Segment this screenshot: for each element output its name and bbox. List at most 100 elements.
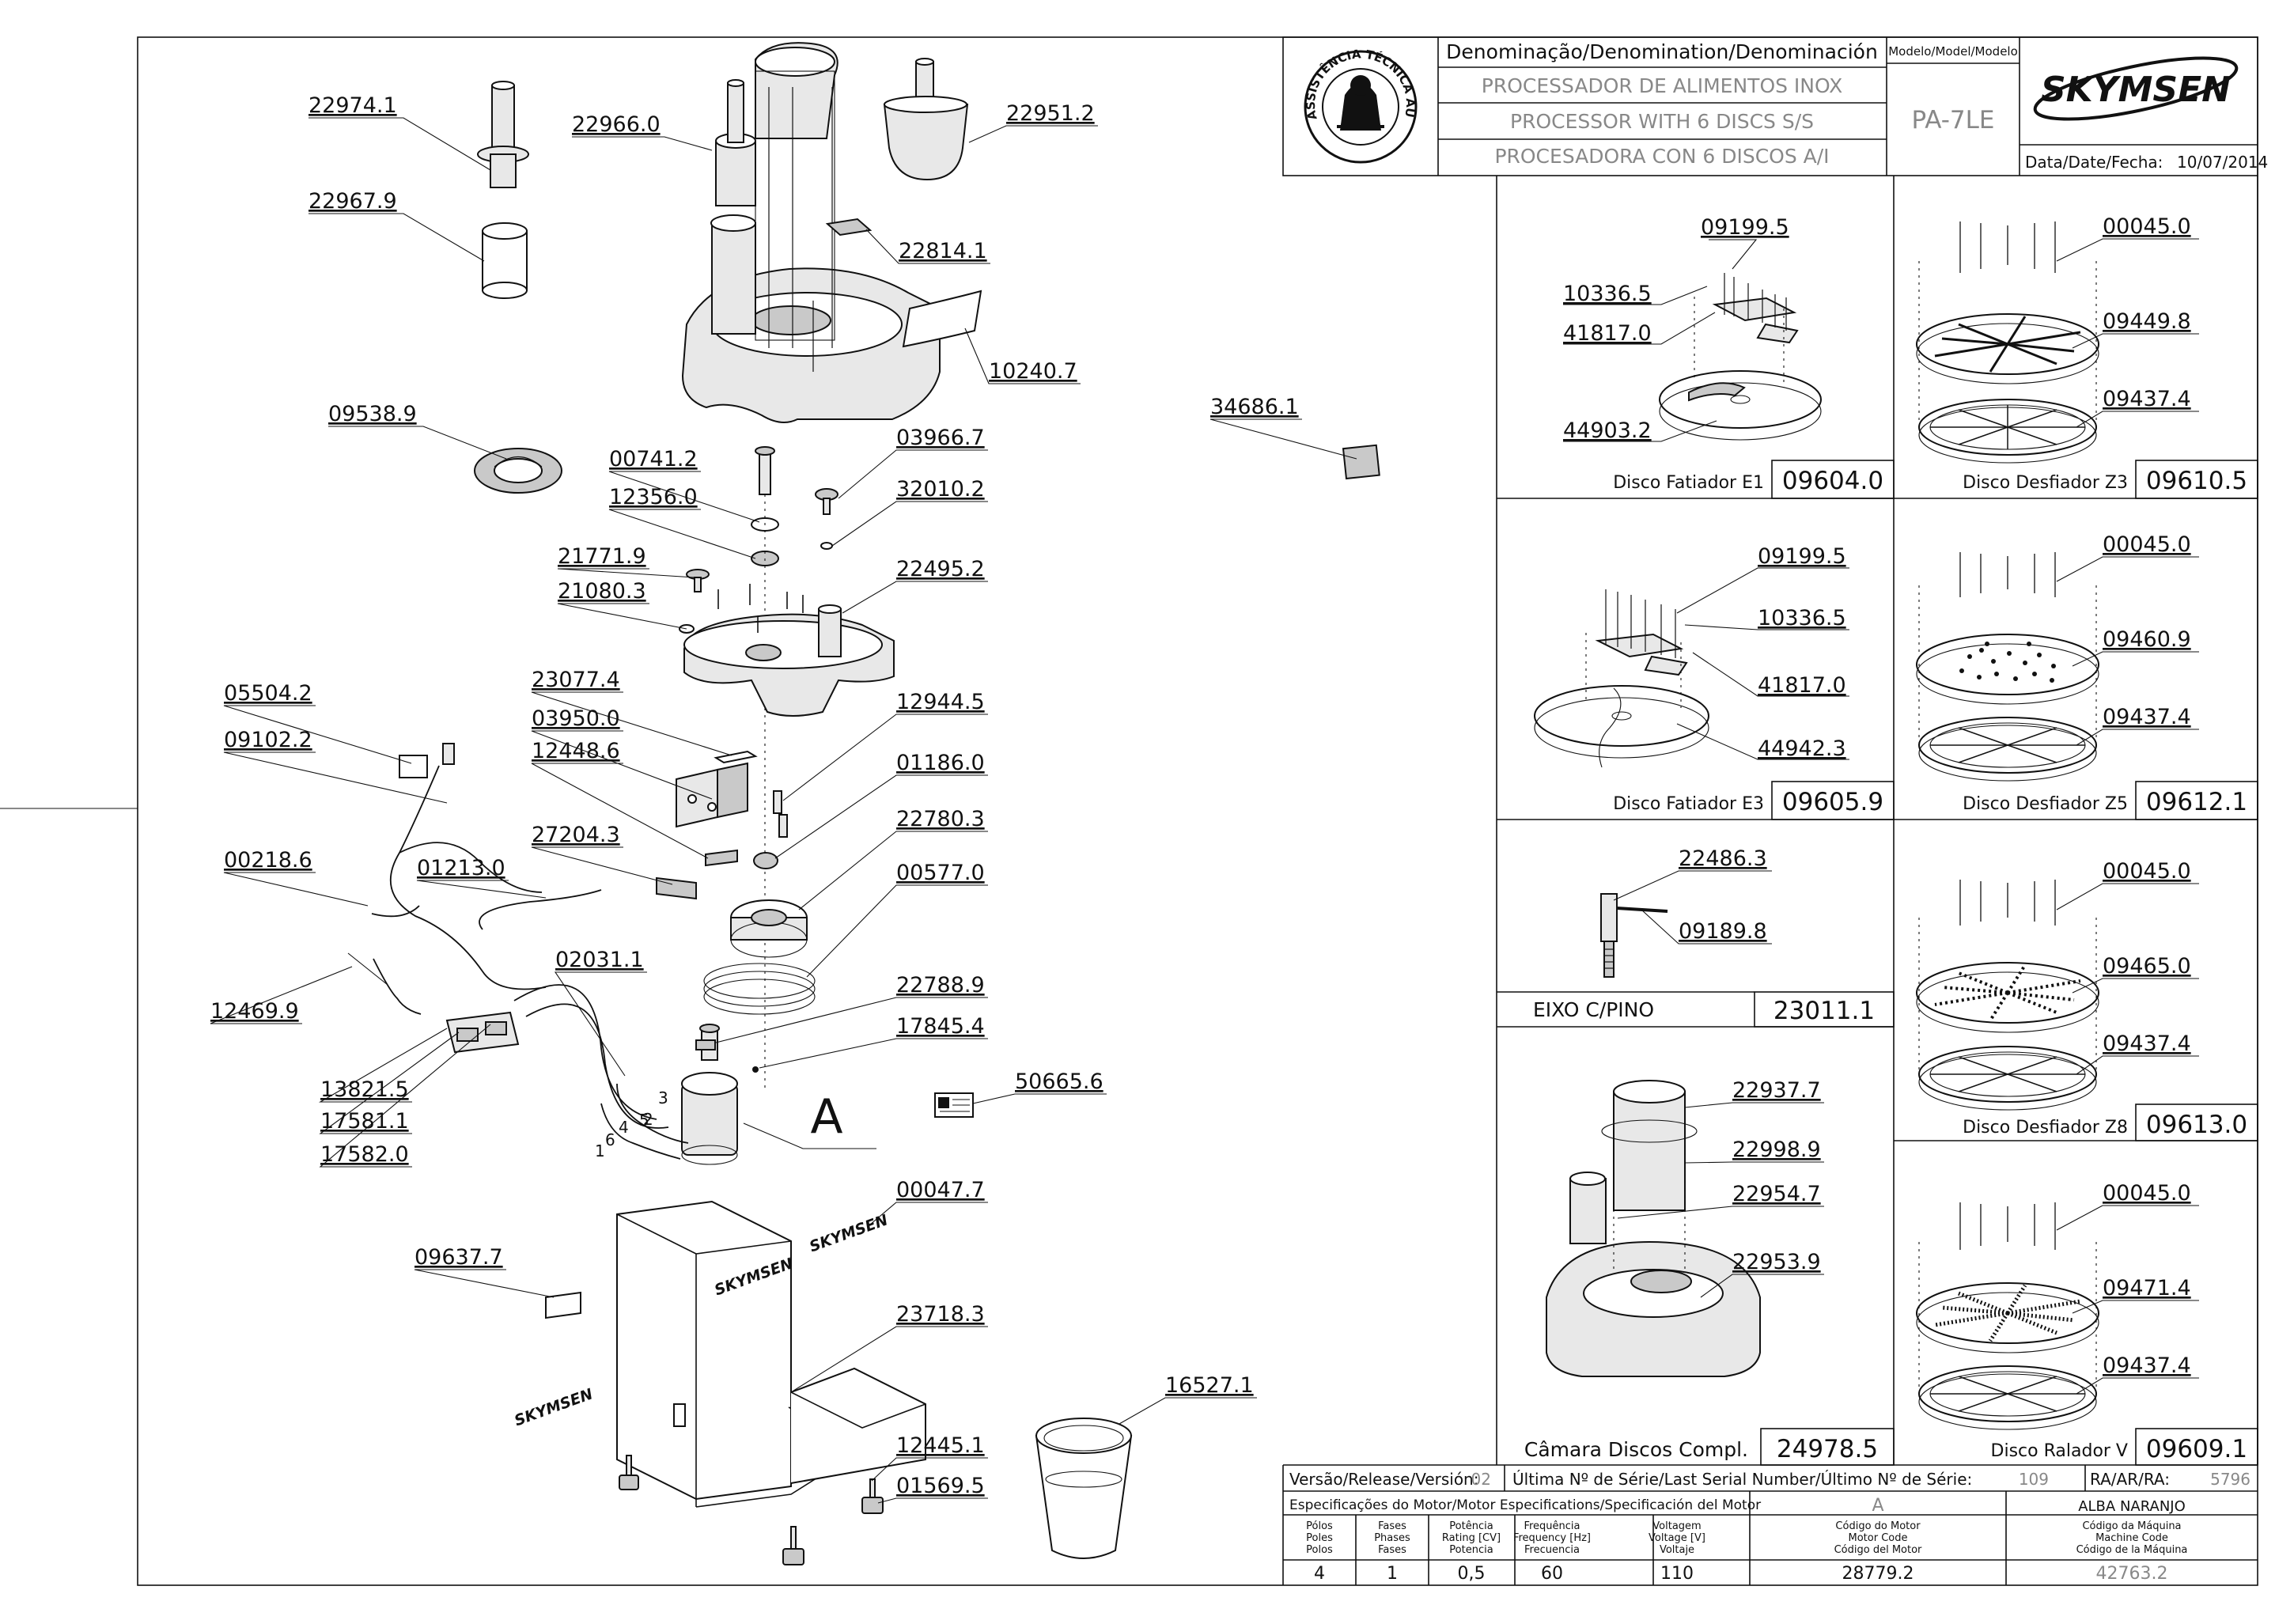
ralador-name: Disco Ralador V <box>1991 1441 2128 1461</box>
label-12356-0: 12356.0 <box>609 485 698 509</box>
camara-label-3: 22953.9 <box>1732 1250 1821 1274</box>
z3-code: 09610.5 <box>2146 467 2247 495</box>
denomination-header: Denominação/Denomination/Denominación <box>1446 40 1878 63</box>
z5-label-0: 00045.0 <box>2103 532 2191 557</box>
ralador-code: 09609.1 <box>2146 1435 2247 1463</box>
panel-disco-desfiador-z8: 00045.0 09465.0 09437.4 <box>1916 859 2199 1111</box>
col-freq-0: Frequência <box>1524 1520 1580 1532</box>
motor-detail-marker: A <box>743 1089 876 1149</box>
col-volt-2: Voltaje <box>1660 1544 1694 1556</box>
panel-disco-desfiador-z5: 00045.0 09460.9 09437.4 <box>1916 532 2199 782</box>
label-23718-3: 23718.3 <box>896 1302 985 1327</box>
z8-label-1: 09465.0 <box>2103 954 2191 979</box>
label-23077-4: 23077.4 <box>532 668 620 692</box>
panel-disco-fatiador-e3: 09199.5 10336.5 41817.0 44942.3 <box>1534 544 1849 768</box>
label-05504-2: 05504.2 <box>224 681 312 706</box>
plate-12448 <box>705 849 738 867</box>
panel-eixo-c-pino: 22486.3 09189.8 <box>1600 846 1772 978</box>
e3-label-2: 41817.0 <box>1758 673 1846 698</box>
ralador-label-2: 09437.4 <box>2103 1353 2191 1378</box>
col-motor-code-2: Código del Motor <box>1834 1544 1922 1556</box>
slicing-disc <box>474 448 562 494</box>
eixo-code: 23011.1 <box>1773 997 1875 1025</box>
model-header: Modelo/Model/Modelo <box>1888 44 2018 59</box>
z8-name: Disco Desfiador Z8 <box>1963 1118 2128 1138</box>
col-motor-code-1: Motor Code <box>1849 1532 1908 1544</box>
cup-16527 <box>1035 1418 1133 1559</box>
motor-detail-letter: A <box>810 1089 842 1145</box>
e3-label-1: 10336.5 <box>1758 606 1846 630</box>
switch-bracket <box>676 750 788 838</box>
camara-label-1: 22998.9 <box>1732 1138 1821 1162</box>
label-00047-7: 00047.7 <box>896 1178 985 1202</box>
label-00218-6: 00218.6 <box>224 848 312 873</box>
col-freq-2: Frecuencia <box>1524 1544 1580 1556</box>
col-poles-0: Pólos <box>1306 1520 1333 1532</box>
label-09102-2: 09102.2 <box>224 728 312 752</box>
z8-code: 09613.0 <box>2146 1111 2247 1139</box>
machine-code-value: 42763.2 <box>2096 1564 2168 1584</box>
wire-number-1: 1 <box>595 1141 605 1160</box>
capacitor-05504 <box>399 755 428 778</box>
screw-knob <box>815 488 838 550</box>
e3-label-0: 09199.5 <box>1758 544 1846 569</box>
z3-label-0: 00045.0 <box>2103 214 2191 239</box>
drive-shaft <box>751 446 779 1092</box>
label-09637-7: 09637.7 <box>415 1245 503 1270</box>
motor-spec-label: Especificações do Motor/Motor Especifica… <box>1289 1497 1761 1513</box>
label-32010-2: 32010.2 <box>896 477 985 502</box>
col-phases-0: Fases <box>1378 1520 1406 1532</box>
bowl-base <box>683 604 895 717</box>
label-01213-0: 01213.0 <box>417 856 505 880</box>
label-plate-22814 <box>825 218 873 237</box>
date: 10/07/2014 <box>2177 153 2268 172</box>
label-16527-1: 16527.1 <box>1165 1373 1254 1398</box>
label-09538-9: 09538.9 <box>328 402 417 426</box>
footer-table: Versão/Release/Versión: 02 Última Nº de … <box>1282 1465 2258 1585</box>
z5-label-2: 09437.4 <box>2103 705 2191 729</box>
z5-code: 09612.1 <box>2146 788 2247 816</box>
col-machine-code-2: Código de la Máquina <box>2076 1544 2188 1556</box>
col-poles-1: Poles <box>1306 1532 1333 1544</box>
ra-label: RA/AR/RA: <box>2090 1470 2170 1489</box>
knob-21771 <box>679 569 710 634</box>
col-power-0: Potência <box>1449 1520 1493 1532</box>
cable-12469 <box>347 952 388 986</box>
ralador-label-0: 00045.0 <box>2103 1181 2191 1206</box>
company: ALBA NARANJO <box>2078 1498 2186 1515</box>
e1-name: Disco Fatiador E1 <box>1613 473 1764 493</box>
label-03966-7: 03966.7 <box>896 426 985 450</box>
label-13821-5: 13821.5 <box>320 1077 409 1102</box>
seal-text: ASSISTÊNCIA TÉCNICA AUTORIZADA <box>0 0 1418 121</box>
label-22967-9: 22967.9 <box>309 189 397 214</box>
camara-label-2: 22954.7 <box>1732 1182 1821 1206</box>
serial: 109 <box>2019 1470 2049 1489</box>
label-02031-1: 02031.1 <box>555 948 644 972</box>
col-phases-2: Fases <box>1378 1544 1406 1556</box>
fastener-22788 <box>695 1039 716 1050</box>
eixo-label-1: 09189.8 <box>1679 919 1767 944</box>
z3-label-1: 09449.8 <box>2103 309 2191 334</box>
switch-block <box>445 1011 520 1054</box>
svg-text:ASSISTÊNCIA TÉCNICA AUTORIZADA: ASSISTÊNCIA TÉCNICA AUTORIZADA <box>0 0 1418 121</box>
pulley <box>730 899 808 958</box>
small-pusher <box>477 81 529 299</box>
feet <box>619 1455 884 1565</box>
label-22495-2: 22495.2 <box>896 557 985 581</box>
col-poles-2: Polos <box>1306 1544 1333 1556</box>
eixo-label-0: 22486.3 <box>1679 846 1767 871</box>
ralador-label-1: 09471.4 <box>2103 1276 2191 1300</box>
wire-number-3: 3 <box>658 1088 668 1107</box>
label-22814-1: 22814.1 <box>899 239 987 263</box>
upper-bowl-housing <box>681 42 941 423</box>
label-10240-7: 10240.7 <box>989 359 1077 384</box>
belt <box>703 963 816 1015</box>
label-12445-1: 12445.1 <box>896 1433 985 1458</box>
wire-numbers: 3 2 5 4 6 1 <box>595 1088 668 1160</box>
panel-disco-desfiador-z3: 00045.0 09449.8 09437.4 <box>1916 214 2199 464</box>
panel-disco-ralador-v: 00045.0 09471.4 09437.4 <box>1916 1181 2199 1430</box>
label-01569-5: 01569.5 <box>896 1474 985 1498</box>
label-22951-2: 22951.2 <box>1006 101 1095 126</box>
date-label: Data/Date/Fecha: <box>2025 153 2163 172</box>
label-34686 <box>1342 444 1380 480</box>
